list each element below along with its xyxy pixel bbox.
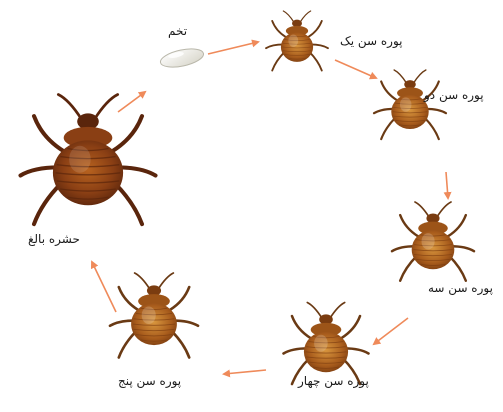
stage-label-nymph-3: پوره سن سه xyxy=(428,281,493,295)
cycle-arrow-5 xyxy=(224,370,266,374)
stage-label-nymph-4: پوره سن چهار xyxy=(298,374,369,388)
cycle-arrow-6 xyxy=(92,262,116,312)
bedbug-nymph-2-icon xyxy=(374,70,446,139)
bedbug-adult-icon xyxy=(20,95,155,225)
stage-label-egg: تخم xyxy=(168,24,187,38)
cycle-arrow-3 xyxy=(446,172,448,198)
stage-illustrations xyxy=(20,11,474,384)
bedbug-nymph-1-icon xyxy=(266,11,328,71)
bedbug-nymph-5-icon xyxy=(110,273,198,357)
egg-icon xyxy=(159,46,205,71)
bedbug-nymph-4-icon xyxy=(284,303,369,385)
stage-label-nymph-1: پوره سن یک xyxy=(340,34,403,48)
cycle-arrow-7 xyxy=(118,92,145,112)
stage-label-nymph-5: پوره سن پنج xyxy=(118,374,181,388)
cycle-arrow-1 xyxy=(208,42,258,54)
stage-label-adult: حشره بالغ xyxy=(28,232,80,246)
cycle-arrow-2 xyxy=(335,60,376,78)
cycle-arrow-4 xyxy=(374,318,408,344)
stage-label-nymph-2: پوره سن دو xyxy=(424,88,484,102)
bedbug-nymph-3-icon xyxy=(392,202,474,281)
